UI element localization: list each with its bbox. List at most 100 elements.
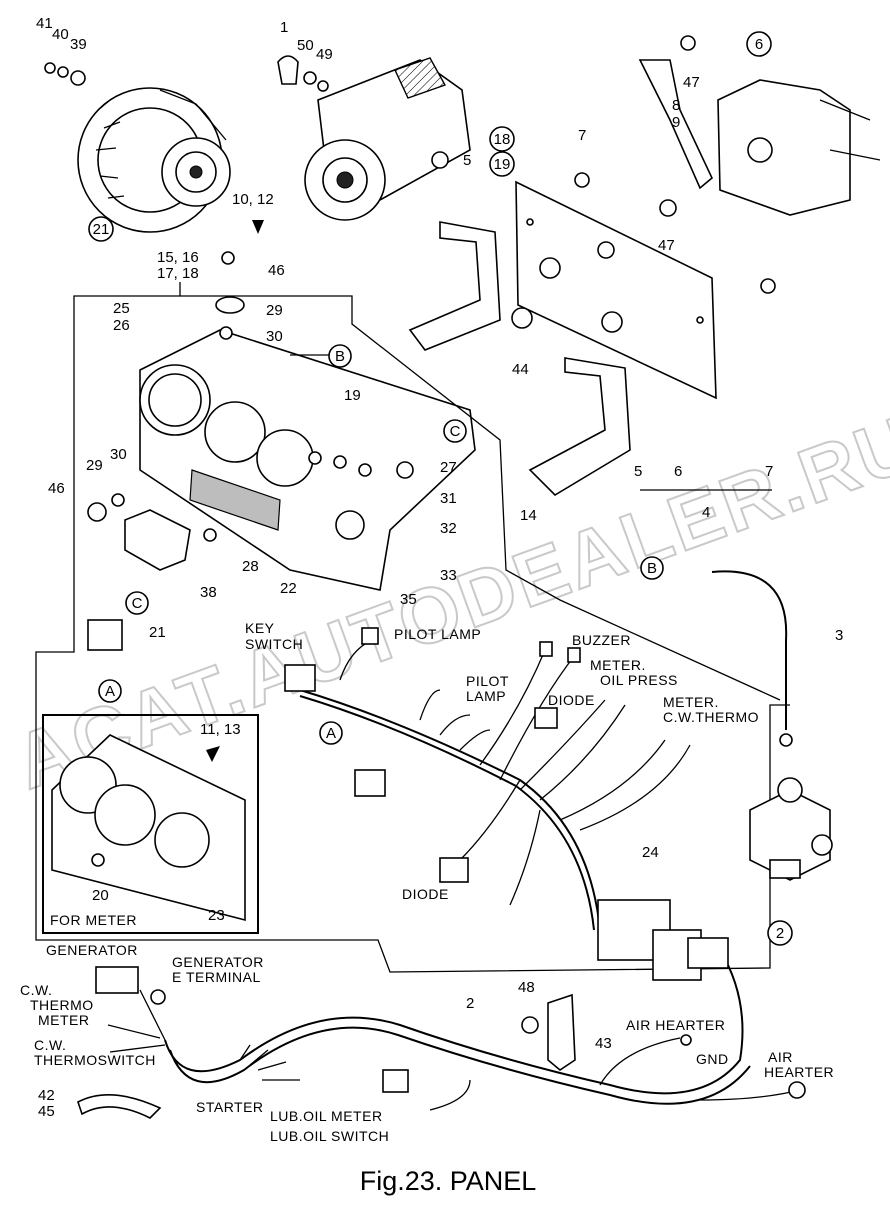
- svg-text:LAMP: LAMP: [466, 688, 506, 704]
- svg-text:41: 41: [36, 15, 53, 32]
- alternator-nut-washers: [44, 62, 86, 86]
- svg-text:THERMO: THERMO: [30, 997, 94, 1013]
- svg-text:39: 39: [70, 36, 87, 53]
- panel-grommets: [87, 296, 245, 542]
- starter-motor: [304, 57, 471, 221]
- svg-text:31: 31: [440, 490, 457, 507]
- svg-text:19: 19: [344, 387, 361, 404]
- panel-module-38: [124, 509, 191, 571]
- circle-19: 19: [489, 151, 515, 177]
- svg-text:METER.: METER.: [590, 657, 646, 673]
- engine-block-part: [717, 79, 881, 216]
- circle-21: 21: [88, 216, 114, 242]
- svg-text:B: B: [647, 560, 657, 577]
- cable-tie: [77, 1094, 162, 1119]
- svg-text:PILOT: PILOT: [466, 673, 509, 689]
- svg-text:21: 21: [149, 624, 166, 641]
- svg-text:11, 13: 11, 13: [200, 721, 241, 738]
- svg-text:29: 29: [86, 457, 103, 474]
- svg-text:9: 9: [672, 114, 680, 131]
- svg-text:48: 48: [518, 979, 535, 996]
- svg-text:26: 26: [113, 317, 130, 334]
- svg-text:AIR HEARTER: AIR HEARTER: [626, 1017, 725, 1033]
- support-bracket-upper: [408, 221, 501, 351]
- svg-text:32: 32: [440, 520, 457, 537]
- svg-text:A: A: [105, 683, 115, 700]
- svg-text:FOR METER: FOR METER: [50, 912, 137, 928]
- svg-text:SWITCH: SWITCH: [245, 636, 303, 652]
- svg-text:35: 35: [400, 591, 417, 608]
- meter-cable: [711, 570, 793, 747]
- instrument-panel: [139, 329, 476, 591]
- svg-text:42: 42: [38, 1087, 55, 1104]
- svg-text:14: 14: [520, 507, 537, 524]
- svg-text:2: 2: [466, 995, 474, 1012]
- view-arrow-10-12: [252, 220, 264, 234]
- bolts-top: [221, 172, 776, 329]
- svg-text:5: 5: [463, 152, 471, 169]
- svg-text:BUZZER: BUZZER: [572, 632, 631, 648]
- svg-text:40: 40: [52, 26, 69, 43]
- svg-text:C.W.: C.W.: [34, 1037, 66, 1053]
- svg-text:METER.: METER.: [663, 694, 719, 710]
- svg-text:43: 43: [595, 1035, 612, 1052]
- circle-18: 18: [489, 126, 515, 152]
- svg-text:B: B: [335, 348, 345, 365]
- svg-text:KEY: KEY: [245, 620, 275, 636]
- sender-unit: [749, 777, 833, 881]
- svg-text:25: 25: [113, 300, 130, 317]
- svg-text:GND: GND: [696, 1051, 729, 1067]
- svg-text:4: 4: [702, 504, 710, 521]
- svg-text:19: 19: [494, 156, 511, 173]
- svg-text:6: 6: [674, 463, 682, 480]
- ref-c-panel: C: [443, 419, 467, 443]
- ref-c-connector: C: [125, 591, 149, 615]
- part-numbers: 41 40 39 1 50 49 10, 12 15, 16 17, 18 46…: [36, 15, 843, 1120]
- svg-text:10, 12: 10, 12: [232, 191, 274, 208]
- svg-text:38: 38: [200, 584, 217, 601]
- svg-text:18: 18: [494, 131, 511, 148]
- panel-wiring-harness: [284, 627, 691, 961]
- svg-text:C.W.THERMO: C.W.THERMO: [663, 709, 759, 725]
- svg-text:30: 30: [110, 446, 127, 463]
- svg-text:GENERATOR: GENERATOR: [172, 954, 264, 970]
- ref-a-mid: A: [319, 721, 343, 745]
- alternator: [77, 87, 231, 233]
- svg-text:DIODE: DIODE: [548, 692, 595, 708]
- svg-text:HEARTER: HEARTER: [764, 1064, 834, 1080]
- svg-text:LUB.OIL SWITCH: LUB.OIL SWITCH: [270, 1128, 389, 1144]
- circle-6: 6: [746, 31, 772, 57]
- svg-text:27: 27: [440, 459, 457, 476]
- svg-text:STARTER: STARTER: [196, 1099, 264, 1115]
- ref-a-top: A: [98, 679, 122, 703]
- svg-text:50: 50: [297, 37, 314, 54]
- view-arrow-11-13: [206, 746, 220, 762]
- meter-inset-box: [42, 714, 259, 934]
- svg-text:1: 1: [280, 19, 288, 36]
- circle-2: 2: [767, 920, 793, 946]
- figure-caption: Fig.23. PANEL: [360, 1166, 537, 1196]
- svg-text:OIL PRESS: OIL PRESS: [600, 672, 678, 688]
- svg-text:28: 28: [242, 558, 259, 575]
- svg-text:24: 24: [642, 844, 659, 861]
- svg-text:7: 7: [578, 127, 586, 144]
- svg-text:30: 30: [266, 328, 283, 345]
- svg-text:49: 49: [316, 46, 333, 63]
- harness-clamp: [521, 993, 576, 1071]
- svg-text:THERMOSWITCH: THERMOSWITCH: [34, 1052, 156, 1068]
- svg-text:33: 33: [440, 567, 457, 584]
- wire-labels: KEY SWITCH PILOT LAMP BUZZER METER. OIL …: [20, 620, 834, 1144]
- mounting-bracket-top: [638, 35, 713, 217]
- svg-text:29: 29: [266, 302, 283, 319]
- ref-b-cable: B: [640, 556, 664, 580]
- ref-b-panel: B: [328, 344, 352, 368]
- svg-text:23: 23: [208, 907, 225, 924]
- svg-text:17, 18: 17, 18: [157, 265, 199, 282]
- svg-text:44: 44: [512, 361, 529, 378]
- mounting-plate: [515, 180, 717, 400]
- svg-text:GENERATOR: GENERATOR: [46, 942, 138, 958]
- svg-text:46: 46: [268, 262, 285, 279]
- svg-text:A: A: [326, 725, 336, 742]
- svg-text:LUB.OIL METER: LUB.OIL METER: [270, 1108, 383, 1124]
